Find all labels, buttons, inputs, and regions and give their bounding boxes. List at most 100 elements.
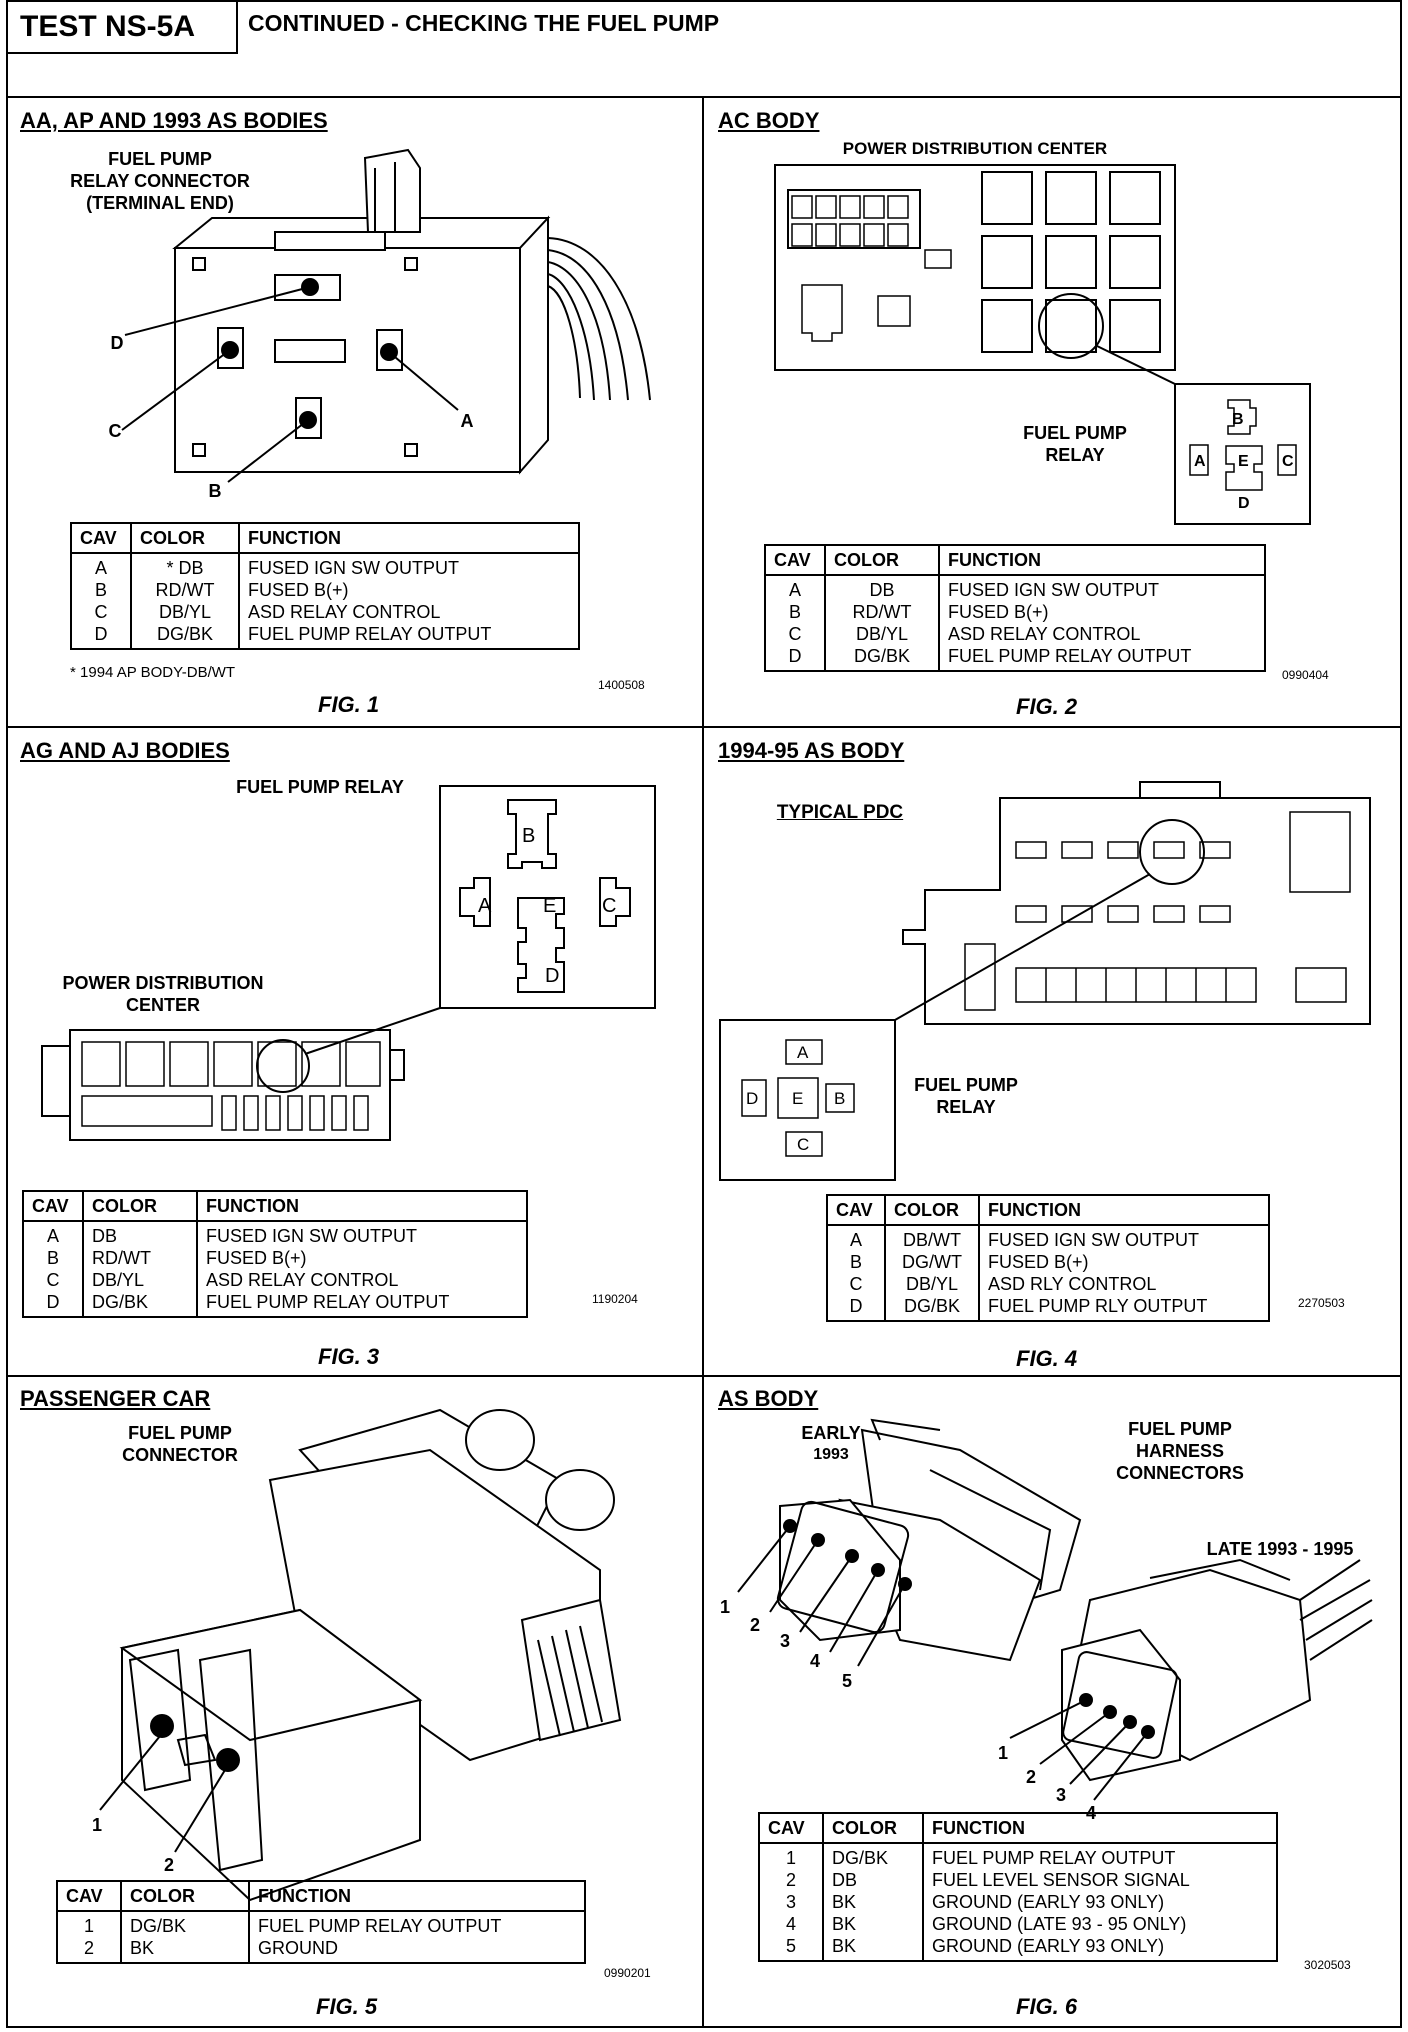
table-cell: 1 [56, 1911, 122, 1937]
fig5-title: PASSENGER CAR [20, 1386, 211, 1411]
table-cell: FUEL LEVEL SENSOR SIGNAL [922, 1869, 1278, 1891]
table-cell: GROUND (LATE 93 - 95 ONLY) [922, 1913, 1278, 1935]
table-cell: GROUND [248, 1937, 586, 1964]
fig4-terminal-e: E [792, 1089, 803, 1108]
fig3-terminal-d: D [545, 965, 559, 987]
table-cell: GROUND (EARLY 93 ONLY) [922, 1935, 1278, 1962]
col-cav: CAV [764, 544, 826, 576]
fig4-relay-label-2: RELAY [936, 1097, 996, 1117]
table-cell: FUSED B(+) [238, 579, 580, 601]
table-cell: B [70, 579, 132, 601]
header-divider [6, 96, 1402, 98]
fig1-connector-label-3: (TERMINAL END) [86, 193, 234, 213]
fig6-early-callout-1: 1 [719, 1597, 730, 1617]
table-cell: FUEL PUMP RELAY OUTPUT [248, 1911, 586, 1937]
table-cell: GROUND (EARLY 93 ONLY) [922, 1891, 1278, 1913]
col-function: FUNCTION [978, 1194, 1270, 1226]
table-cell: DB [822, 1869, 924, 1891]
fig1-callout-d: D [110, 333, 124, 353]
fig2-terminal-a: A [1194, 453, 1206, 470]
fig5-connector-drawing [99, 1408, 622, 1902]
test-label: TEST NS-5A [6, 0, 238, 54]
fig6-late-label: LATE 1993 - 1995 [1206, 1539, 1354, 1559]
table-cell: DG/BK [822, 1843, 924, 1869]
fig1-callout-a: A [460, 411, 474, 431]
table-cell: FUEL PUMP RLY OUTPUT [978, 1295, 1270, 1322]
fig2-title: AC BODY [718, 108, 820, 133]
fig4-title: 1994-95 AS BODY [718, 738, 905, 763]
table-cell: A [70, 553, 132, 579]
col-function: FUNCTION [938, 544, 1266, 576]
fig3-relay-pdc-drawing: B A E C D [41, 785, 656, 1141]
table-cell: FUEL PUMP RELAY OUTPUT [238, 623, 580, 650]
table-cell: A [826, 1225, 886, 1251]
col-color: COLOR [82, 1190, 198, 1222]
fig1-connector-label-2: RELAY CONNECTOR [70, 171, 250, 191]
fig3-relay-label: FUEL PUMP RELAY [236, 777, 404, 797]
fig4-terminal-b: B [834, 1089, 845, 1108]
fig1-relay-connector-drawing [121, 148, 651, 483]
fig4-terminal-d: D [746, 1089, 758, 1108]
fig3-terminal-a: A [478, 895, 492, 917]
fig6-early-callout-2: 2 [749, 1615, 760, 1635]
table-cell: DG/WT [884, 1251, 980, 1273]
col-function: FUNCTION [196, 1190, 528, 1222]
table-cell: DB/YL [130, 601, 240, 623]
table-cell: 4 [758, 1913, 824, 1935]
fig1-footnote: * 1994 AP BODY-DB/WT [70, 664, 236, 681]
fig6-title: AS BODY [718, 1386, 819, 1411]
fig5-connector-label-1: FUEL PUMP [128, 1423, 232, 1443]
fig2-terminal-c: C [1282, 453, 1294, 470]
fig6-early-label-1: EARLY [801, 1423, 861, 1443]
table-cell: ASD RELAY CONTROL [196, 1269, 528, 1291]
fig4-terminal-a: A [797, 1043, 809, 1062]
fig6-caption: FIG. 6 [1016, 1994, 1078, 2019]
document-page [6, 0, 1402, 2028]
table-cell: 2 [758, 1869, 824, 1891]
table-cell: DB [824, 575, 940, 601]
fig1-caption: FIG. 1 [318, 692, 380, 717]
col-function: FUNCTION [922, 1812, 1278, 1844]
fig6-early-label-2: 1993 [813, 1446, 849, 1463]
table-cell: B [22, 1247, 84, 1269]
table-cell: A [764, 575, 826, 601]
table-cell: * DB [130, 553, 240, 579]
col-cav: CAV [70, 522, 132, 554]
table-cell: RD/WT [130, 579, 240, 601]
table-cell: FUSED B(+) [196, 1247, 528, 1269]
fig6-late-callout-3: 3 [1055, 1785, 1066, 1805]
fig1-title: AA, AP AND 1993 AS BODIES [20, 108, 328, 133]
table-cell: C [764, 623, 826, 645]
col-cav: CAV [826, 1194, 886, 1226]
table-cell: FUEL PUMP RELAY OUTPUT [938, 645, 1266, 672]
column-divider [702, 96, 704, 2028]
fig3-pdc-label-2: CENTER [125, 995, 200, 1015]
fig6-early-callout-4: 4 [809, 1651, 820, 1671]
fig5-callout-1: 1 [91, 1815, 102, 1835]
fig4-relay-label-1: FUEL PUMP [914, 1075, 1018, 1095]
fig5-caption: FIG. 5 [316, 1994, 378, 2019]
table-cell: C [70, 601, 132, 623]
fig2-relay-label-1: FUEL PUMP [1023, 423, 1127, 443]
table-cell: RD/WT [824, 601, 940, 623]
table-cell: ASD RELAY CONTROL [238, 601, 580, 623]
table-cell: DB/WT [884, 1225, 980, 1251]
table-cell: FUSED B(+) [938, 601, 1266, 623]
col-cav: CAV [22, 1190, 84, 1222]
